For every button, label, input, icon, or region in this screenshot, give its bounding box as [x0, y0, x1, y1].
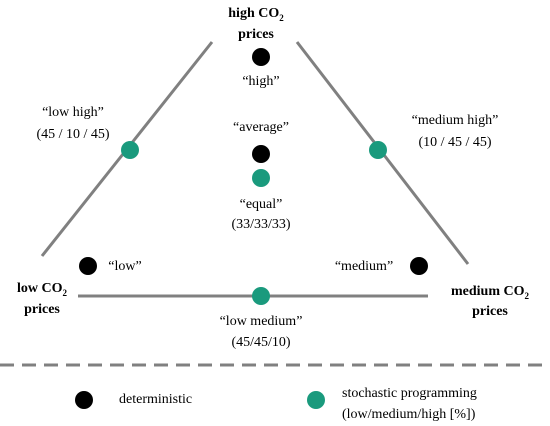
right-vertex-label-line2: prices	[472, 304, 508, 319]
high-label: “high”	[242, 74, 279, 89]
medium-high-label: “medium high”	[412, 113, 499, 128]
medium-label: “medium”	[335, 259, 393, 274]
right-vertex-label: medium CO2	[451, 284, 530, 301]
equal-label: “equal”	[240, 197, 283, 212]
medium-high-values: (10 / 45 / 45)	[418, 135, 491, 150]
equal-stochastic-point	[252, 169, 270, 187]
low-deterministic-point	[79, 257, 97, 275]
low-high-label: “low high”	[42, 105, 104, 120]
legend-stochastic-label: stochastic programming	[342, 386, 477, 401]
top-vertex-label-line2: prices	[238, 27, 274, 42]
average-deterministic-point	[252, 145, 270, 163]
legend-deterministic-marker	[75, 391, 93, 409]
medium-deterministic-point	[410, 257, 428, 275]
legend-stochastic-sublabel: (low/medium/high [%])	[342, 407, 476, 422]
low-high-stochastic-point	[121, 141, 139, 159]
high-deterministic-point	[252, 48, 270, 66]
low-medium-values: (45/45/10)	[231, 335, 290, 350]
top-vertex-label: high CO2	[228, 6, 284, 23]
medium-high-stochastic-point	[369, 141, 387, 159]
left-vertex-label-line2: prices	[24, 302, 60, 317]
low-label: “low”	[108, 259, 141, 274]
equal-values: (33/33/33)	[231, 217, 290, 232]
legend-stochastic-marker	[307, 391, 325, 409]
low-medium-stochastic-point	[252, 287, 270, 305]
left-vertex-label: low CO2	[17, 281, 68, 298]
legend-deterministic-label: deterministic	[119, 392, 192, 407]
low-medium-label: “low medium”	[220, 314, 303, 329]
low-high-values: (45 / 10 / 45)	[36, 127, 109, 142]
average-label: “average”	[233, 120, 289, 135]
